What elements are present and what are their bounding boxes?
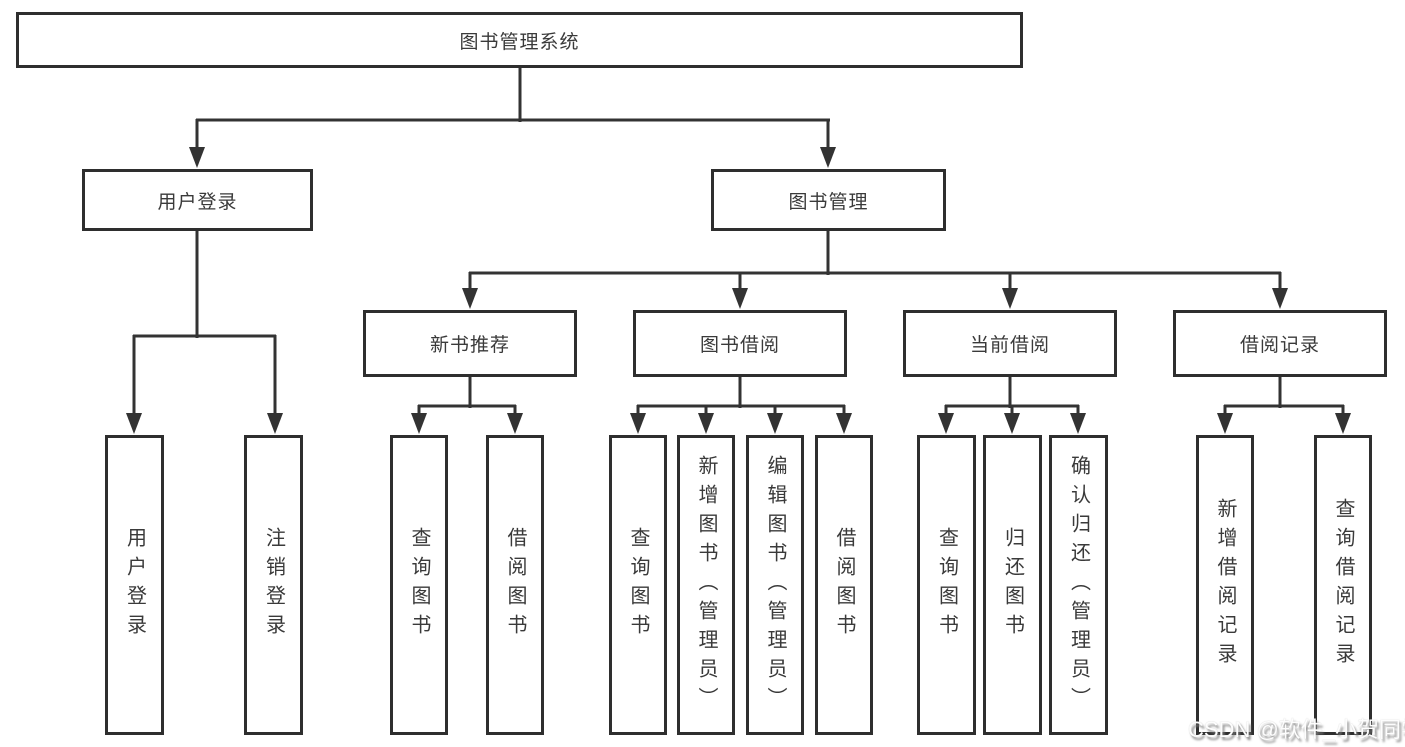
node-leaf-logout-label: 注销登录 <box>262 527 285 643</box>
node-current-borrowing-label: 当前借阅 <box>969 335 1050 356</box>
node-leaf-query-books-3-label: 查询图书 <box>935 527 958 643</box>
node-borrow-records: 借阅记录 <box>1173 310 1387 377</box>
csdn-watermark: CSDN @软件_小贺同学 <box>1188 717 1405 742</box>
node-leaf-confirm-return-admin-label: 确认归还（管理员） <box>1067 454 1090 716</box>
node-book-borrowing: 图书借阅 <box>633 310 847 377</box>
node-leaf-edit-books-admin: 编辑图书（管理员） <box>746 435 804 735</box>
node-leaf-query-books-3: 查询图书 <box>917 435 976 735</box>
node-borrow-records-label: 借阅记录 <box>1239 335 1320 356</box>
node-leaf-add-borrow-record-label: 新增借阅记录 <box>1214 498 1236 672</box>
node-leaf-query-books-1-label: 查询图书 <box>408 527 430 643</box>
node-leaf-add-books-admin: 新增图书（管理员） <box>677 435 735 735</box>
node-leaf-confirm-return-admin: 确认归还（管理员） <box>1049 435 1108 735</box>
node-leaf-query-books-2-label: 查询图书 <box>627 527 649 643</box>
node-leaf-user-login: 用户登录 <box>105 435 164 735</box>
node-leaf-borrow-books-1-label: 借阅图书 <box>504 527 526 643</box>
node-book-management-branch: 图书管理 <box>711 169 946 231</box>
node-book-borrowing-label: 图书借阅 <box>699 335 780 356</box>
node-leaf-return-books-label: 归还图书 <box>1001 527 1024 643</box>
node-leaf-logout: 注销登录 <box>244 435 303 735</box>
node-leaf-user-login-label: 用户登录 <box>123 527 146 643</box>
node-new-book-recommend: 新书推荐 <box>363 310 577 377</box>
node-user-login-branch-label: 用户登录 <box>157 191 238 213</box>
node-leaf-add-books-admin-label: 新增图书（管理员） <box>695 454 717 716</box>
node-leaf-edit-books-admin-label: 编辑图书（管理员） <box>764 454 786 716</box>
node-current-borrowing: 当前借阅 <box>903 310 1117 377</box>
node-new-book-recommend-label: 新书推荐 <box>429 335 510 356</box>
node-leaf-borrow-books-1: 借阅图书 <box>486 435 544 735</box>
node-library-management-system: 图书管理系统 <box>16 12 1023 68</box>
node-library-management-system-label: 图书管理系统 <box>459 31 580 53</box>
node-user-login-branch: 用户登录 <box>82 169 313 231</box>
node-leaf-query-borrow-record-label: 查询借阅记录 <box>1332 498 1354 672</box>
node-leaf-query-books-2: 查询图书 <box>609 435 667 735</box>
node-leaf-query-borrow-record: 查询借阅记录 <box>1314 435 1372 735</box>
node-leaf-borrow-books-2-label: 借阅图书 <box>833 527 855 643</box>
node-leaf-borrow-books-2: 借阅图书 <box>815 435 873 735</box>
node-leaf-add-borrow-record: 新增借阅记录 <box>1196 435 1254 735</box>
node-leaf-return-books: 归还图书 <box>983 435 1042 735</box>
node-book-management-branch-label: 图书管理 <box>788 191 869 213</box>
node-leaf-query-books-1: 查询图书 <box>390 435 448 735</box>
